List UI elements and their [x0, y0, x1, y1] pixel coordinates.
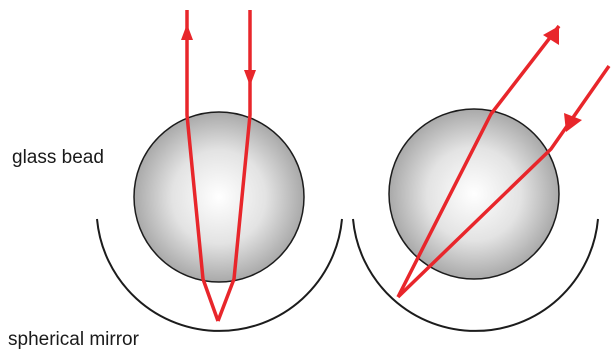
right-assembly: [353, 26, 609, 331]
glass-bead-left: [134, 112, 304, 282]
glass-bead-right: [389, 109, 559, 279]
spherical-mirror-label: spherical mirror: [8, 330, 139, 349]
arrowhead-icon: [181, 24, 193, 40]
left-assembly: [97, 10, 342, 331]
glass-bead-label: glass bead: [12, 148, 104, 167]
arrowhead-icon: [244, 70, 256, 86]
